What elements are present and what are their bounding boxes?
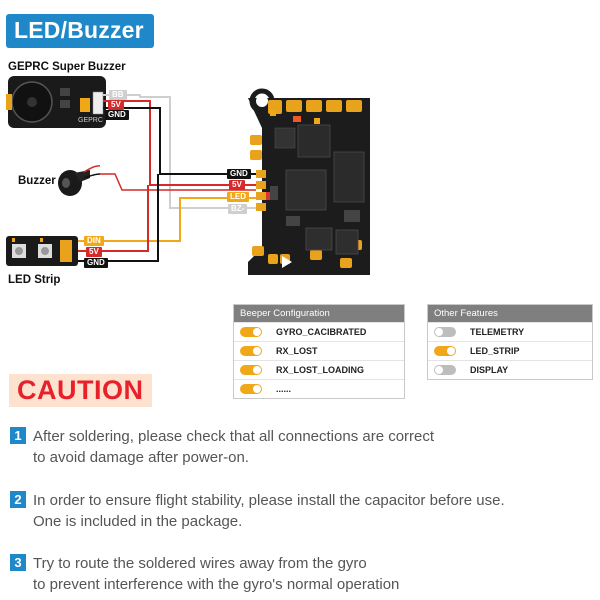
- toggle-switch[interactable]: [240, 365, 262, 375]
- note-number: 2: [10, 491, 26, 508]
- flight-controller-board: [248, 88, 370, 275]
- feature-row[interactable]: DISPLAY: [428, 360, 592, 379]
- beeper-config-panel: Beeper Configuration GYRO_CACIBRATED RX_…: [233, 304, 405, 399]
- note-item: 2 In order to ensure flight stability, pl…: [10, 490, 505, 532]
- beeper-row[interactable]: GYRO_CACIBRATED: [234, 322, 404, 341]
- caution-heading: CAUTION: [9, 374, 152, 407]
- led-strip-pin-5v: 5V: [86, 247, 102, 257]
- super-buzzer-label: GEPRC Super Buzzer: [8, 61, 126, 73]
- buzzer-device: [58, 165, 101, 196]
- super-buzzer-device: GEPRC: [6, 76, 106, 128]
- board-pin-led: LED: [227, 192, 249, 202]
- board-pin-bz: BZ-: [228, 204, 248, 214]
- led-strip-label: LED Strip: [8, 274, 61, 286]
- board-pin-5v: 5V: [229, 180, 245, 190]
- board-pin-gnd: GND: [227, 169, 251, 179]
- note-text: In order to ensure flight stability, ple…: [33, 492, 505, 509]
- toggle-switch[interactable]: [240, 346, 262, 356]
- beeper-row-label: GYRO_CACIBRATED: [276, 327, 367, 337]
- note-text: One is included in the package.: [33, 513, 243, 530]
- feature-row[interactable]: LED_STRIP: [428, 341, 592, 360]
- other-features-panel: Other Features TELEMETRY LED_STRIP DISPL…: [427, 304, 593, 380]
- feature-row[interactable]: TELEMETRY: [428, 322, 592, 341]
- beeper-row[interactable]: RX_LOST_LOADING: [234, 360, 404, 379]
- beeper-row[interactable]: RX_LOST: [234, 341, 404, 360]
- feature-row-label: LED_STRIP: [470, 346, 520, 356]
- feature-row-label: TELEMETRY: [470, 327, 525, 337]
- super-buzzer-pin-5v: 5V: [108, 100, 124, 110]
- note-number: 3: [10, 554, 26, 571]
- super-buzzer-pin-gnd: GND: [105, 110, 129, 120]
- toggle-switch[interactable]: [240, 327, 262, 337]
- beeper-config-header: Beeper Configuration: [234, 305, 404, 322]
- buzzer-label: Buzzer: [18, 175, 56, 187]
- note-text: to prevent interference with the gyro's …: [33, 576, 400, 593]
- note-item: 1 After soldering, please check that all …: [10, 426, 434, 468]
- beeper-row-label: ......: [276, 384, 292, 394]
- other-features-header: Other Features: [428, 305, 592, 322]
- note-number: 1: [10, 427, 26, 444]
- toggle-switch[interactable]: [434, 346, 456, 356]
- wiring-diagram: GEPRC: [6, 76, 370, 275]
- led-strip-device: [6, 236, 78, 266]
- led-strip-pin-gnd: GND: [84, 258, 108, 268]
- super-buzzer-pin-bb: BB: [109, 90, 127, 100]
- toggle-switch[interactable]: [240, 384, 262, 394]
- beeper-row-label: RX_LOST: [276, 346, 318, 356]
- feature-row-label: DISPLAY: [470, 365, 509, 375]
- led-strip-pin-din: DIN: [84, 236, 104, 246]
- toggle-switch[interactable]: [434, 365, 456, 375]
- note-text: to avoid damage after power-on.: [33, 449, 249, 466]
- note-text: After soldering, please check that all c…: [33, 428, 435, 445]
- page-title: LED/Buzzer: [6, 14, 154, 48]
- toggle-switch[interactable]: [434, 327, 456, 337]
- beeper-row[interactable]: ......: [234, 379, 404, 398]
- beeper-row-label: RX_LOST_LOADING: [276, 365, 365, 375]
- super-buzzer-logo: GEPRC: [78, 117, 103, 124]
- note-item: 3 Try to route the soldered wires away fr…: [10, 553, 399, 595]
- note-text: Try to route the soldered wires away fro…: [33, 555, 367, 572]
